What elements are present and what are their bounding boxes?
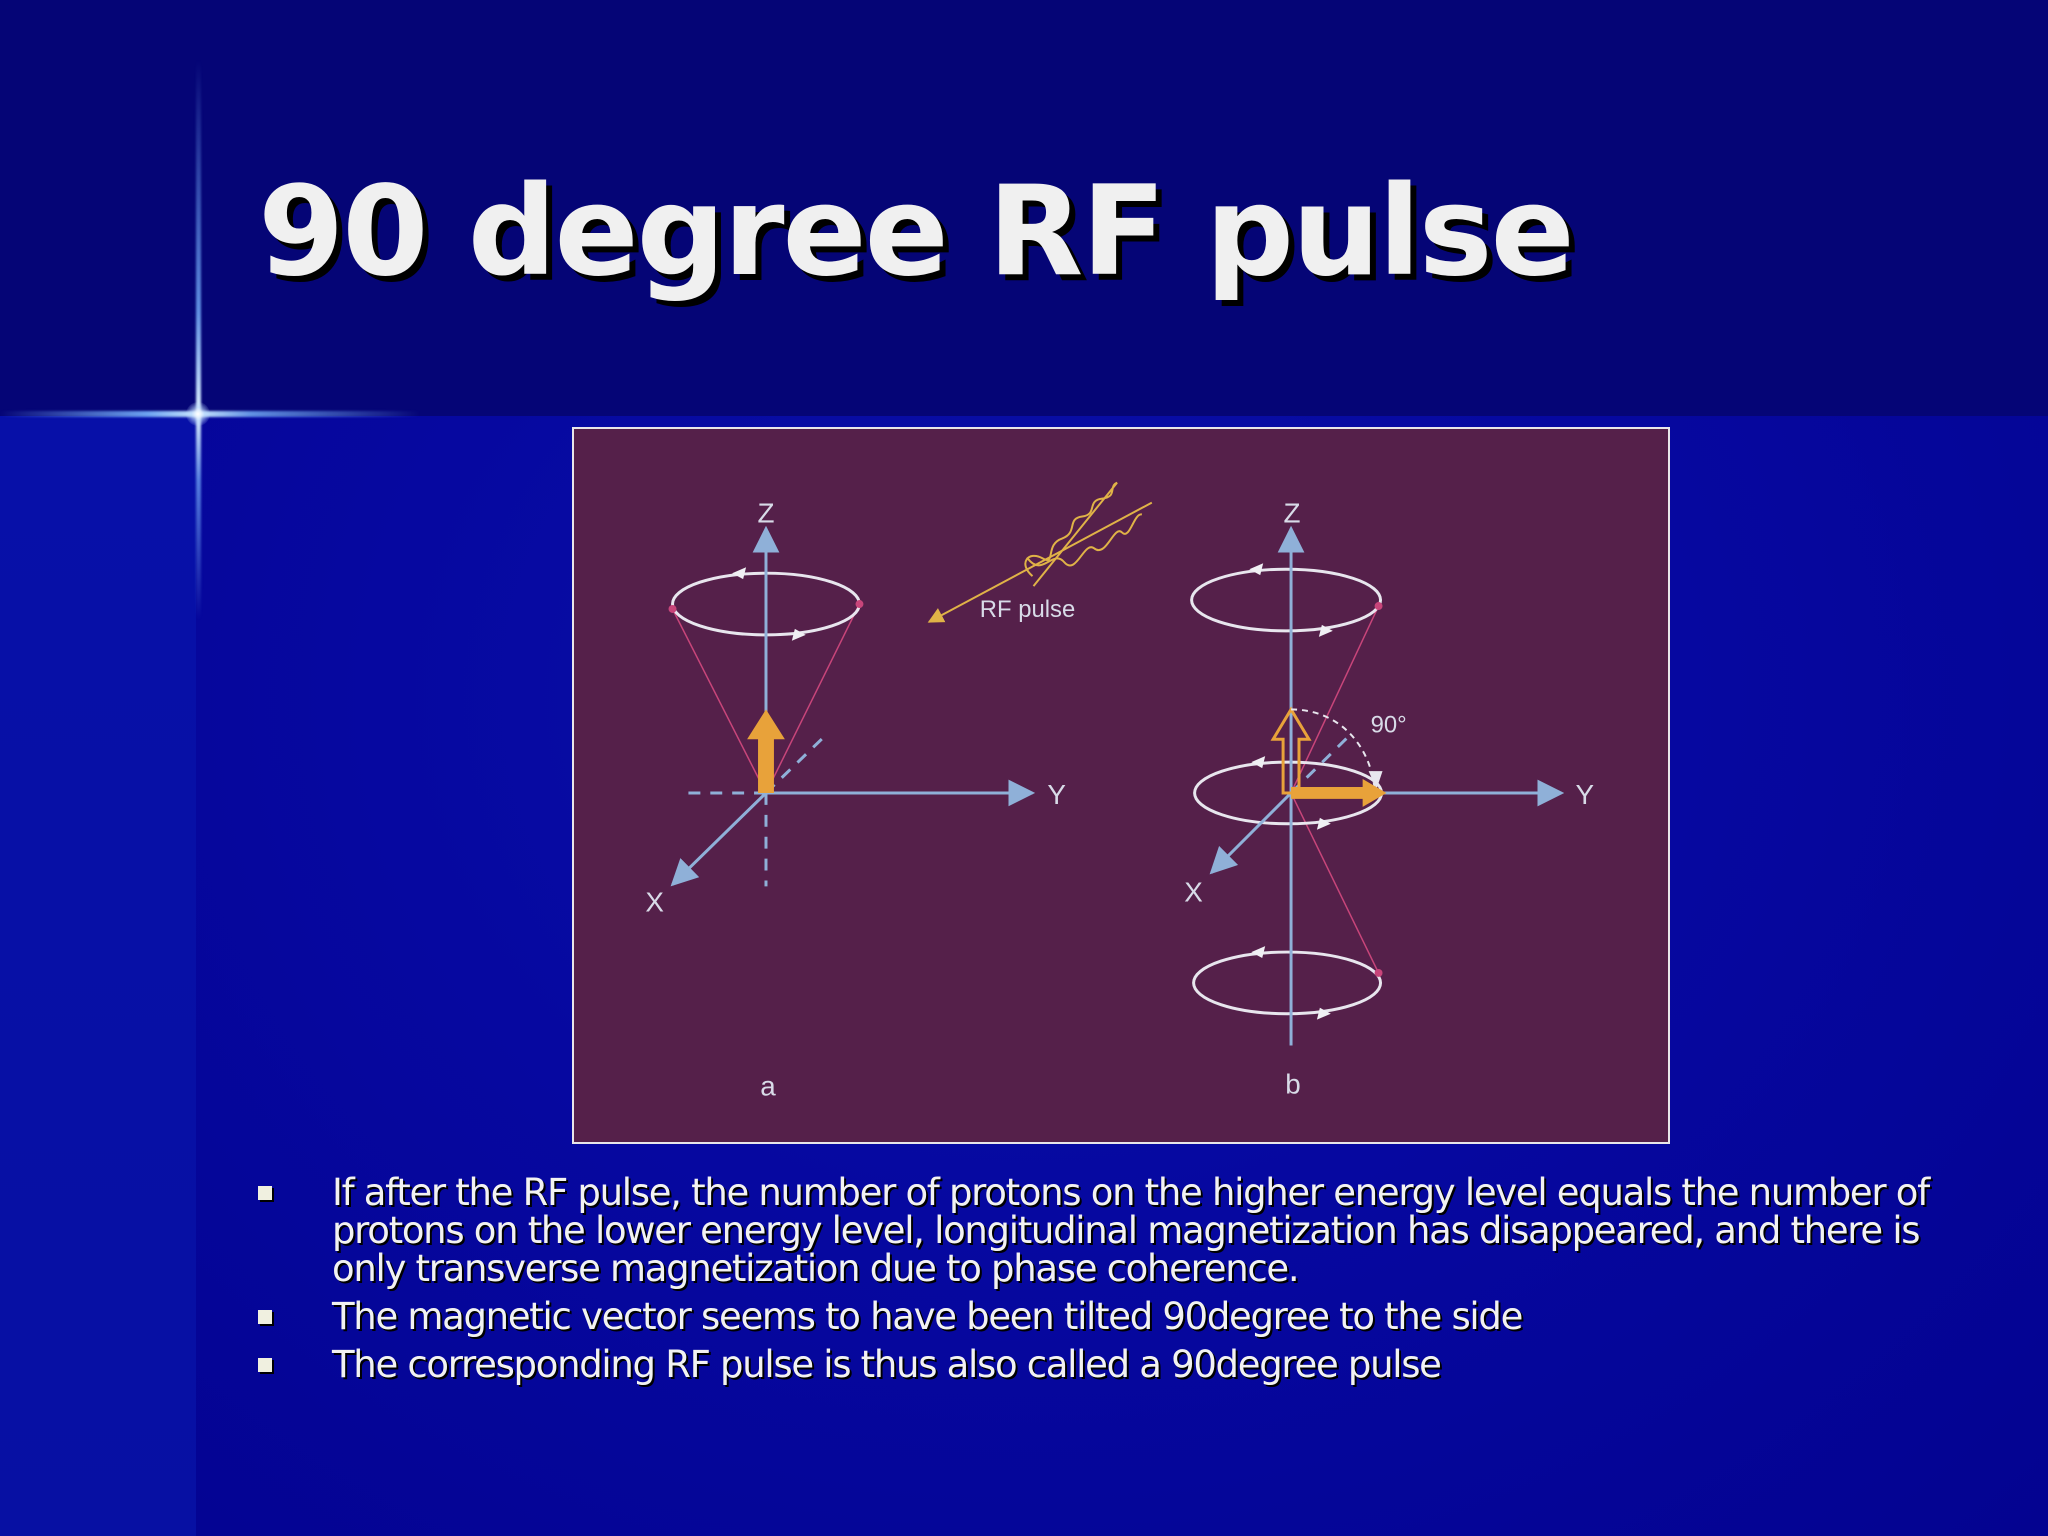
- axis-x-label: X: [1184, 876, 1203, 907]
- bullet-item: If after the RF pulse, the number of pro…: [250, 1174, 1950, 1288]
- angle-label: 90°: [1371, 711, 1407, 738]
- panel-a: Z Y X a: [645, 497, 1066, 1101]
- light-flare-horizontal: [0, 411, 420, 417]
- rotation-arrowhead: [1318, 624, 1333, 637]
- tilt-arc-arrowhead: [1368, 771, 1383, 789]
- axis-y-label: Y: [1047, 779, 1066, 810]
- panel-b-label: b: [1285, 1068, 1300, 1099]
- rotation-arrowhead: [732, 567, 747, 580]
- light-flare-vertical: [196, 60, 201, 620]
- bullet-item: The corresponding RF pulse is thus also …: [250, 1346, 1950, 1384]
- bullet-text: The magnetic vector seems to have been t…: [332, 1295, 1523, 1338]
- rf-wave-line: [1024, 481, 1118, 587]
- slide-left-band: [0, 416, 196, 1536]
- longitudinal-magnetization-vector: [747, 709, 785, 793]
- rotation-arrowhead: [1249, 563, 1264, 576]
- transverse-magnetization-vector: [1291, 779, 1387, 807]
- bullet-text: The corresponding RF pulse is thus also …: [332, 1343, 1442, 1386]
- slide-header-band: [0, 0, 2048, 416]
- rf-pulse-diagram-svg: Z Y X a RF pulse: [645, 481, 1594, 1101]
- rf-wave-line: [1026, 513, 1143, 567]
- rotation-arrowhead: [1251, 756, 1266, 769]
- axis-y-label: Y: [1575, 779, 1594, 810]
- cone-line: [671, 608, 767, 794]
- rotation-arrowhead: [1316, 1007, 1331, 1020]
- x-axis-negative: [764, 734, 827, 795]
- cone-line: [765, 603, 861, 794]
- tilt-arc: [1291, 708, 1376, 790]
- axis-z-label: Z: [1284, 497, 1301, 528]
- bullet-square-icon: [258, 1186, 272, 1200]
- lower-precession-ellipse: [1192, 950, 1383, 1016]
- proton-dot: [668, 605, 677, 613]
- bullet-list: If after the RF pulse, the number of pro…: [250, 1174, 1950, 1394]
- axis-z-label: Z: [757, 497, 774, 528]
- light-flare-core: [186, 402, 210, 426]
- bullet-square-icon: [258, 1310, 272, 1324]
- bullet-text: If after the RF pulse, the number of pro…: [332, 1171, 1930, 1290]
- x-axis: [670, 791, 768, 887]
- former-longitudinal-vector: [1270, 706, 1312, 795]
- rf-pulse-label: RF pulse: [980, 596, 1075, 623]
- bullet-item: The magnetic vector seems to have been t…: [250, 1298, 1950, 1336]
- bullet-square-icon: [258, 1358, 272, 1372]
- slide-title: 90 degree RF pulse: [258, 160, 1575, 304]
- rotation-arrowhead: [1316, 817, 1331, 830]
- rf-pulse-diagram: Z Y X a RF pulse: [572, 427, 1670, 1144]
- rotation-arrowhead: [791, 628, 806, 641]
- rf-pulse-wave: RF pulse: [927, 481, 1153, 623]
- x-axis: [1209, 791, 1293, 875]
- panel-b: 90° Z Y X b: [1184, 497, 1594, 1099]
- x-axis-negative: [1290, 735, 1350, 795]
- proton-dot: [1374, 602, 1383, 610]
- rf-direction-arrow: [927, 501, 1153, 623]
- proton-dot: [1374, 968, 1383, 977]
- proton-dot: [855, 600, 864, 608]
- axis-x-label: X: [645, 886, 664, 917]
- upper-precession-ellipse: [1190, 567, 1383, 633]
- rotation-arrowhead: [1251, 946, 1266, 959]
- panel-a-label: a: [760, 1070, 776, 1101]
